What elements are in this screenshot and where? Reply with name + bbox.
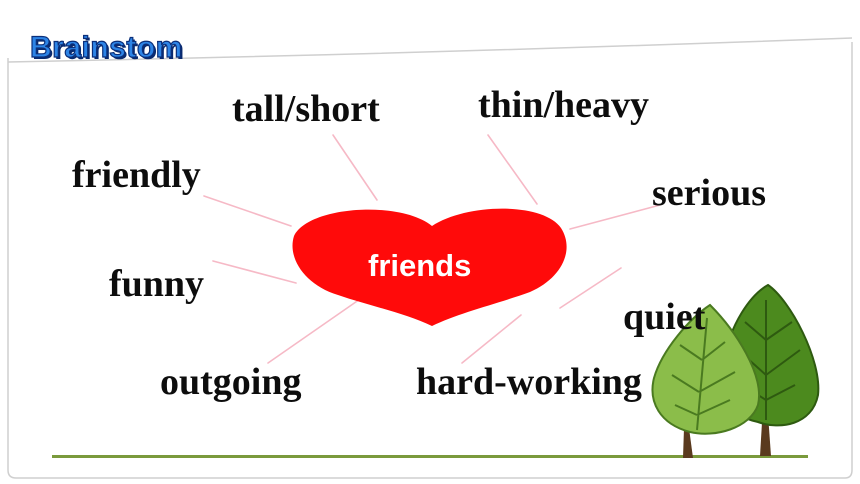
word-hard-working: hard-working: [416, 361, 642, 403]
line-funny: [212, 260, 297, 284]
word-quiet: quiet: [623, 296, 706, 338]
word-friendly: friendly: [72, 154, 201, 196]
word-serious: serious: [652, 172, 766, 214]
line-tall-short: [332, 134, 378, 201]
line-hard-working: [461, 314, 522, 364]
tree-light-icon: [651, 303, 761, 458]
line-outgoing: [267, 296, 364, 364]
line-thin-heavy: [487, 134, 538, 205]
word-thin-heavy: thin/heavy: [478, 84, 650, 126]
line-friendly: [203, 195, 292, 227]
line-serious: [569, 204, 661, 230]
line-quiet: [559, 267, 622, 309]
slide-title: Brainstom: [29, 31, 183, 64]
word-outgoing: outgoing: [160, 361, 302, 403]
heart-center-label: friends: [368, 248, 472, 283]
word-funny: funny: [109, 263, 205, 305]
word-tall-short: tall/short: [232, 88, 380, 130]
